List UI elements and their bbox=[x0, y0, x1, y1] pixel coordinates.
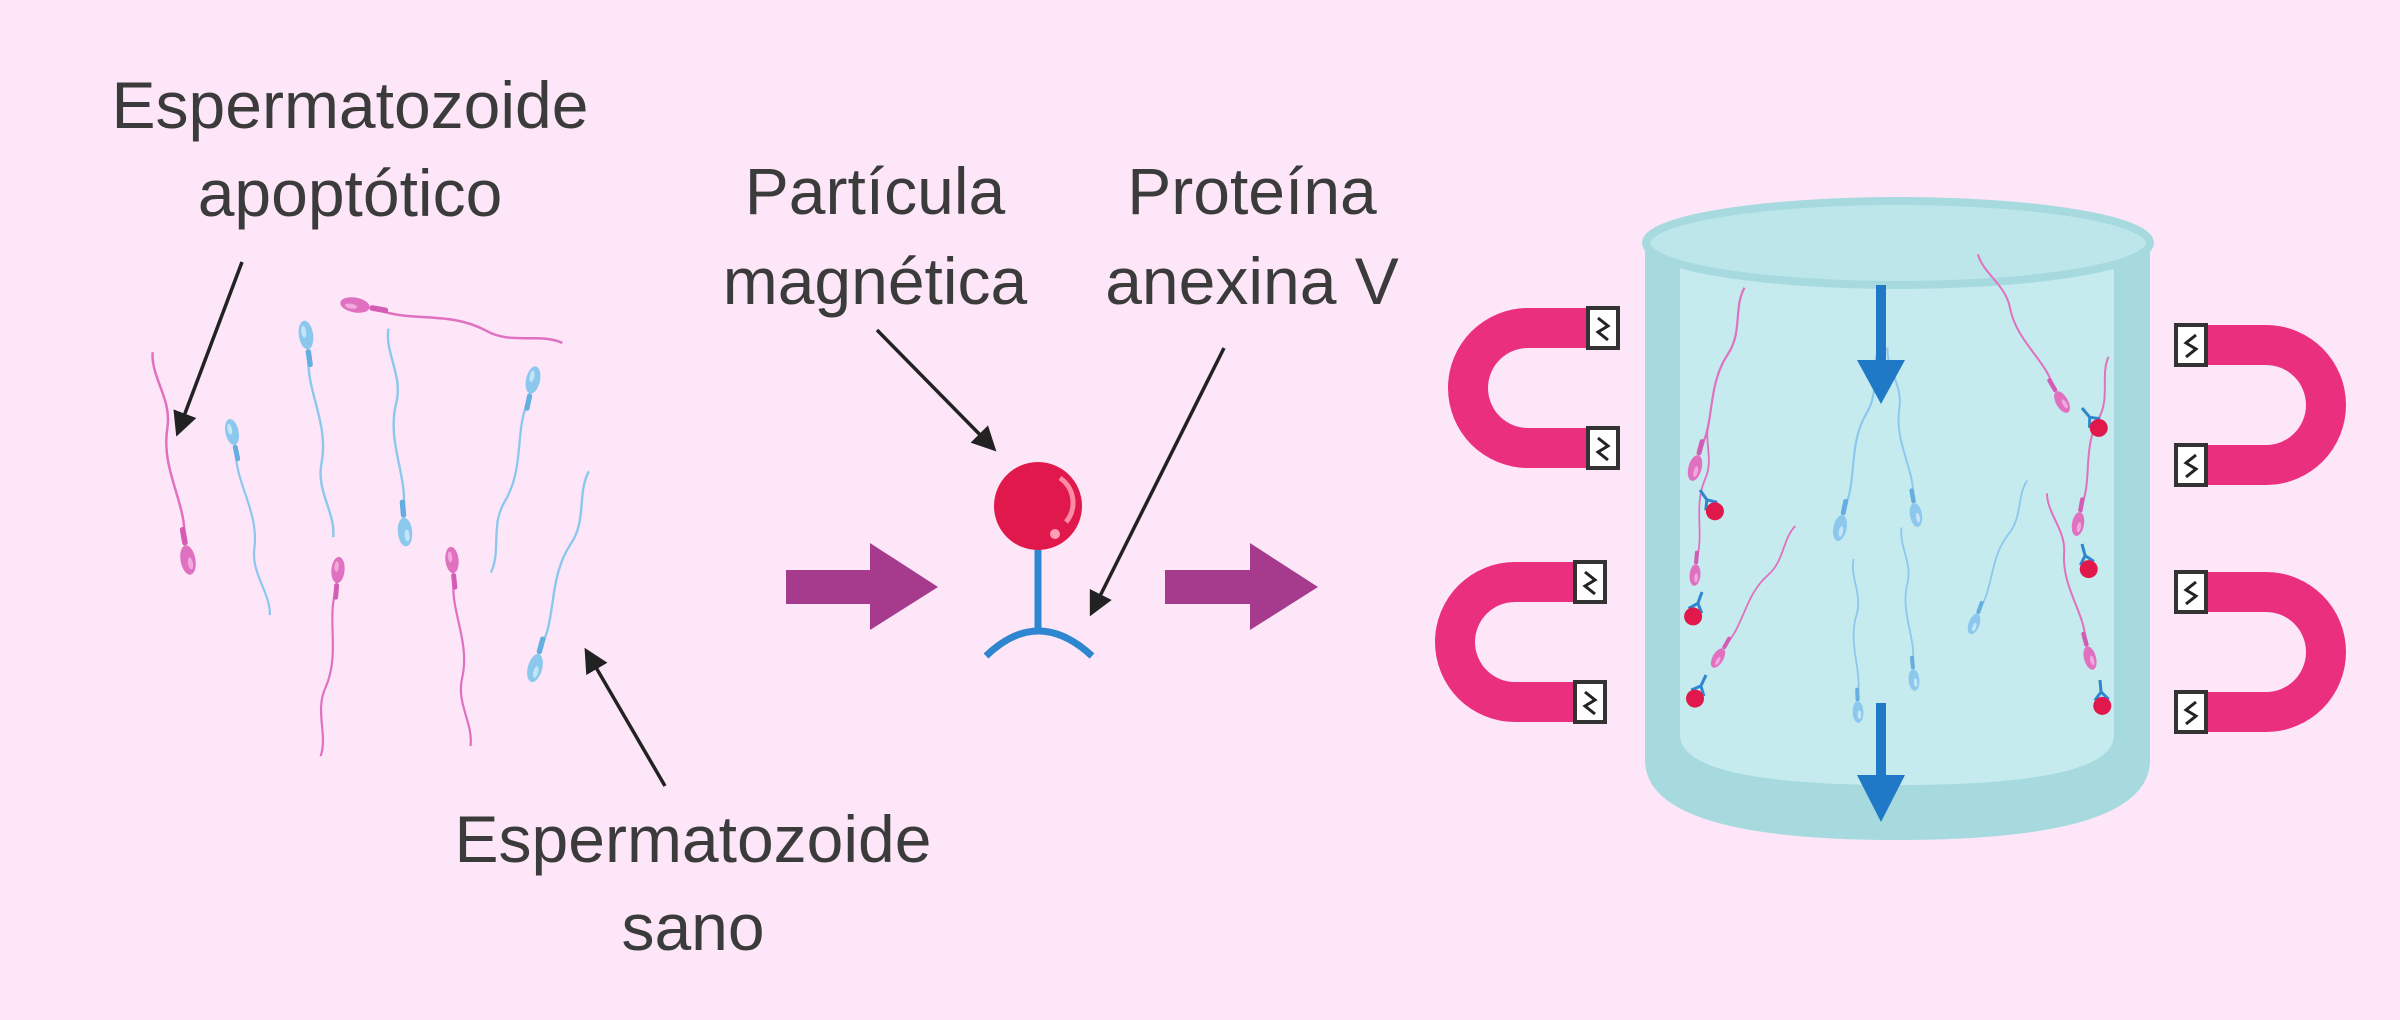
label-healthy-line2: sano bbox=[621, 890, 764, 964]
label-protein: Proteína anexina V bbox=[1105, 154, 1399, 318]
sperm-apoptotic-icon bbox=[142, 349, 200, 578]
sperm-apoptotic-icon bbox=[442, 545, 480, 748]
annexin-v-icon bbox=[983, 550, 1095, 659]
sperm-healthy-icon bbox=[295, 318, 343, 540]
sperm-healthy-icon bbox=[484, 363, 544, 576]
label-protein-line2: anexina V bbox=[1105, 244, 1399, 318]
flow-arrow-top bbox=[1857, 285, 1905, 404]
label-healthy-line1: Espermatozoide bbox=[455, 802, 932, 876]
pointer-arrow-particle bbox=[875, 328, 997, 452]
pointer-arrow-apoptotic bbox=[173, 261, 244, 437]
process-arrow-1 bbox=[786, 543, 938, 630]
label-apoptotic-line2: apoptótico bbox=[198, 156, 503, 230]
sperm-apoptotic-icon bbox=[314, 555, 347, 758]
pointer-arrow-healthy bbox=[584, 647, 667, 787]
flow-arrow-bottom bbox=[1857, 703, 1905, 822]
label-apoptotic: Espermatozoide apoptótico bbox=[112, 68, 589, 230]
sperm-apoptotic-icon bbox=[337, 293, 566, 351]
label-healthy: Espermatozoide sano bbox=[455, 802, 932, 964]
sperm-healthy-icon bbox=[221, 416, 279, 618]
label-protein-line1: Proteína bbox=[1127, 154, 1377, 228]
magnetic-particle-icon bbox=[994, 462, 1082, 550]
sperm-healthy-icon bbox=[523, 467, 596, 685]
label-particle-line2: magnética bbox=[723, 244, 1028, 318]
pointer-arrow-protein bbox=[1089, 347, 1226, 617]
magnet-icon bbox=[2174, 570, 2348, 734]
label-particle: Partícula magnética bbox=[723, 154, 1028, 318]
label-apoptotic-line1: Espermatozoide bbox=[112, 68, 589, 142]
magnet-icon bbox=[1433, 560, 1607, 724]
column-contents bbox=[1680, 250, 2115, 822]
sperm-healthy-icon bbox=[378, 326, 415, 549]
magnet-icon bbox=[1446, 306, 1620, 470]
magnet-icon bbox=[2174, 323, 2348, 487]
label-particle-line1: Partícula bbox=[745, 154, 1006, 228]
sperm-cluster bbox=[142, 293, 596, 758]
process-arrow-2 bbox=[1165, 543, 1318, 630]
separation-column-icon bbox=[1642, 197, 2154, 840]
